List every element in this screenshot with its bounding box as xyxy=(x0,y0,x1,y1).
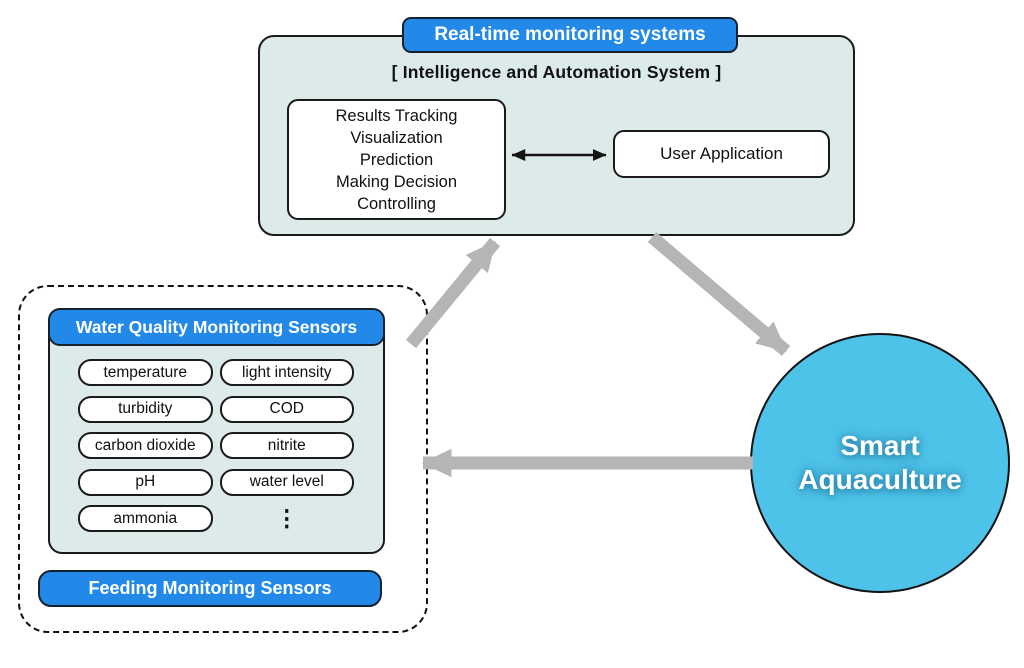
water-quality-header: Water Quality Monitoring Sensors xyxy=(48,308,385,346)
hub-label-line1: Smart xyxy=(840,430,920,461)
sensor-pill-carbon-dioxide: carbon dioxide xyxy=(78,432,213,459)
feeding-monitoring-title: Feeding Monitoring Sensors xyxy=(88,578,332,598)
function-item: Controlling xyxy=(357,194,436,213)
function-item: Results Tracking xyxy=(335,106,458,125)
function-item: Visualization xyxy=(350,128,443,147)
sensor-pill-ammonia: ammonia xyxy=(78,505,213,532)
smart-aquaculture-hub: Smart Aquaculture xyxy=(750,333,1010,593)
realtime-monitoring-title-badge: Real-time monitoring systems xyxy=(402,17,738,53)
user-application-label: User Application xyxy=(660,144,783,163)
sensor-pill-water-level: water level xyxy=(219,468,354,496)
feeding-monitoring-header: Feeding Monitoring Sensors xyxy=(38,570,382,607)
sensor-pill-temperature: temperature xyxy=(78,359,213,386)
sensor-pill-turbidity: turbidity xyxy=(78,395,213,423)
more-sensors-ellipsis-icon: ⋮ xyxy=(275,505,299,531)
user-application-box: User Application xyxy=(613,130,830,178)
sensor-pill-ph: pH xyxy=(78,468,213,496)
function-item: Making Decision xyxy=(335,172,458,191)
monitoring-to-hub-arrow-icon xyxy=(647,232,791,356)
water-quality-title: Water Quality Monitoring Sensors xyxy=(75,316,358,337)
function-item: Prediction xyxy=(359,150,434,169)
system-functions-box: Results Tracking Visualization Predictio… xyxy=(287,99,506,220)
sensor-pill-light-intensity: light intensity xyxy=(219,359,354,386)
sensor-pill-nitrite: nitrite xyxy=(219,432,354,459)
realtime-monitoring-title: Real-time monitoring systems xyxy=(434,24,706,45)
sensor-pill-grid: temperature light intensity turbidity CO… xyxy=(78,359,354,532)
hub-label-line2: Aquaculture xyxy=(798,464,962,495)
intelligence-automation-subtitle: [ Intelligence and Automation System ] xyxy=(391,62,722,82)
sensor-pill-cod: COD xyxy=(219,395,354,423)
